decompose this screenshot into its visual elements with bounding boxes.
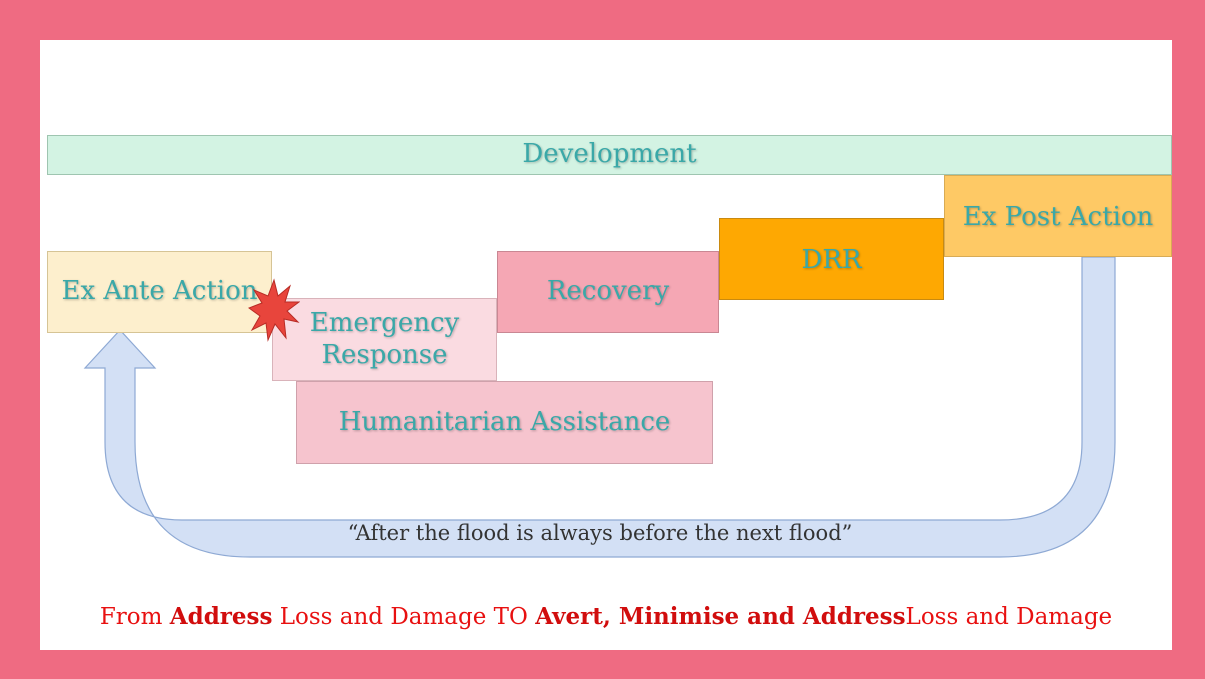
recovery-label: Recovery	[546, 276, 670, 307]
development-label: Development	[522, 139, 697, 170]
humanitarian-assistance-box: Humanitarian Assistance	[296, 381, 713, 464]
caption-part3: Loss and Damage TO	[272, 604, 536, 630]
ex-ante-label: Ex Ante Action	[61, 276, 258, 307]
drr-box: DRR	[719, 218, 944, 300]
development-bar: Development	[47, 135, 1172, 175]
emergency-label-line1: Emergency	[309, 307, 460, 338]
caption-part1: From	[99, 604, 170, 630]
ex-ante-action-box: Ex Ante Action	[47, 251, 272, 333]
caption-part5: Loss and Damage	[905, 604, 1113, 630]
caption-part2: Address	[169, 603, 273, 630]
humanitarian-label: Humanitarian Assistance	[338, 406, 671, 437]
drr-label: DRR	[801, 245, 862, 275]
ex-post-label: Ex Post Action	[962, 202, 1154, 232]
emergency-label-line2: Response	[321, 339, 448, 370]
recovery-box: Recovery	[497, 251, 719, 333]
ex-post-action-box: Ex Post Action	[944, 175, 1172, 257]
emergency-response-box: Emergency Response	[272, 298, 497, 381]
flood-quote: “After the flood is always before the ne…	[347, 521, 853, 545]
slide-canvas: Development Ex Post Action DRR Recovery …	[40, 40, 1172, 650]
caption-part4: Avert, Minimise and Address	[535, 603, 906, 630]
disaster-burst-icon	[248, 278, 300, 342]
caption: From Address Loss and Damage TO Avert, M…	[40, 603, 1172, 630]
cycle-arrow	[83, 256, 1116, 558]
